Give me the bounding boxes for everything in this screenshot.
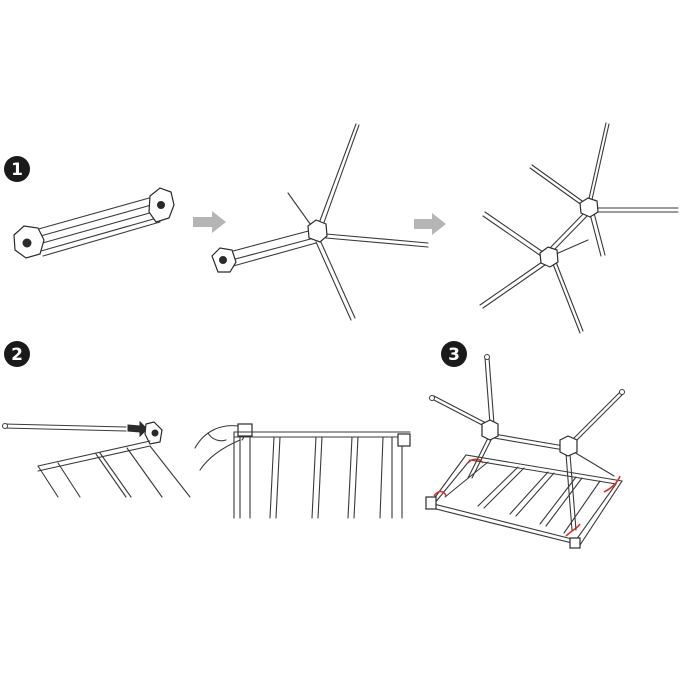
pole-insertion [2,420,163,445]
step-2-badge: 2 [4,341,30,367]
step-3-number: 3 [448,345,460,365]
partially-opened-frame [211,123,429,321]
folded-frame-bundle [13,187,175,259]
step-2-number: 2 [11,345,23,365]
tabletop-corner-left [37,440,191,498]
hand-holding-tabletop [194,423,411,519]
right-arrow-icon [193,211,226,233]
fully-opened-frame [479,122,679,334]
step-1-number: 1 [11,160,23,180]
step-1-badge: 1 [4,156,30,182]
right-arrow-icon [414,213,446,235]
assembled-table-upside-down [425,354,625,549]
step-3-badge: 3 [441,341,467,367]
